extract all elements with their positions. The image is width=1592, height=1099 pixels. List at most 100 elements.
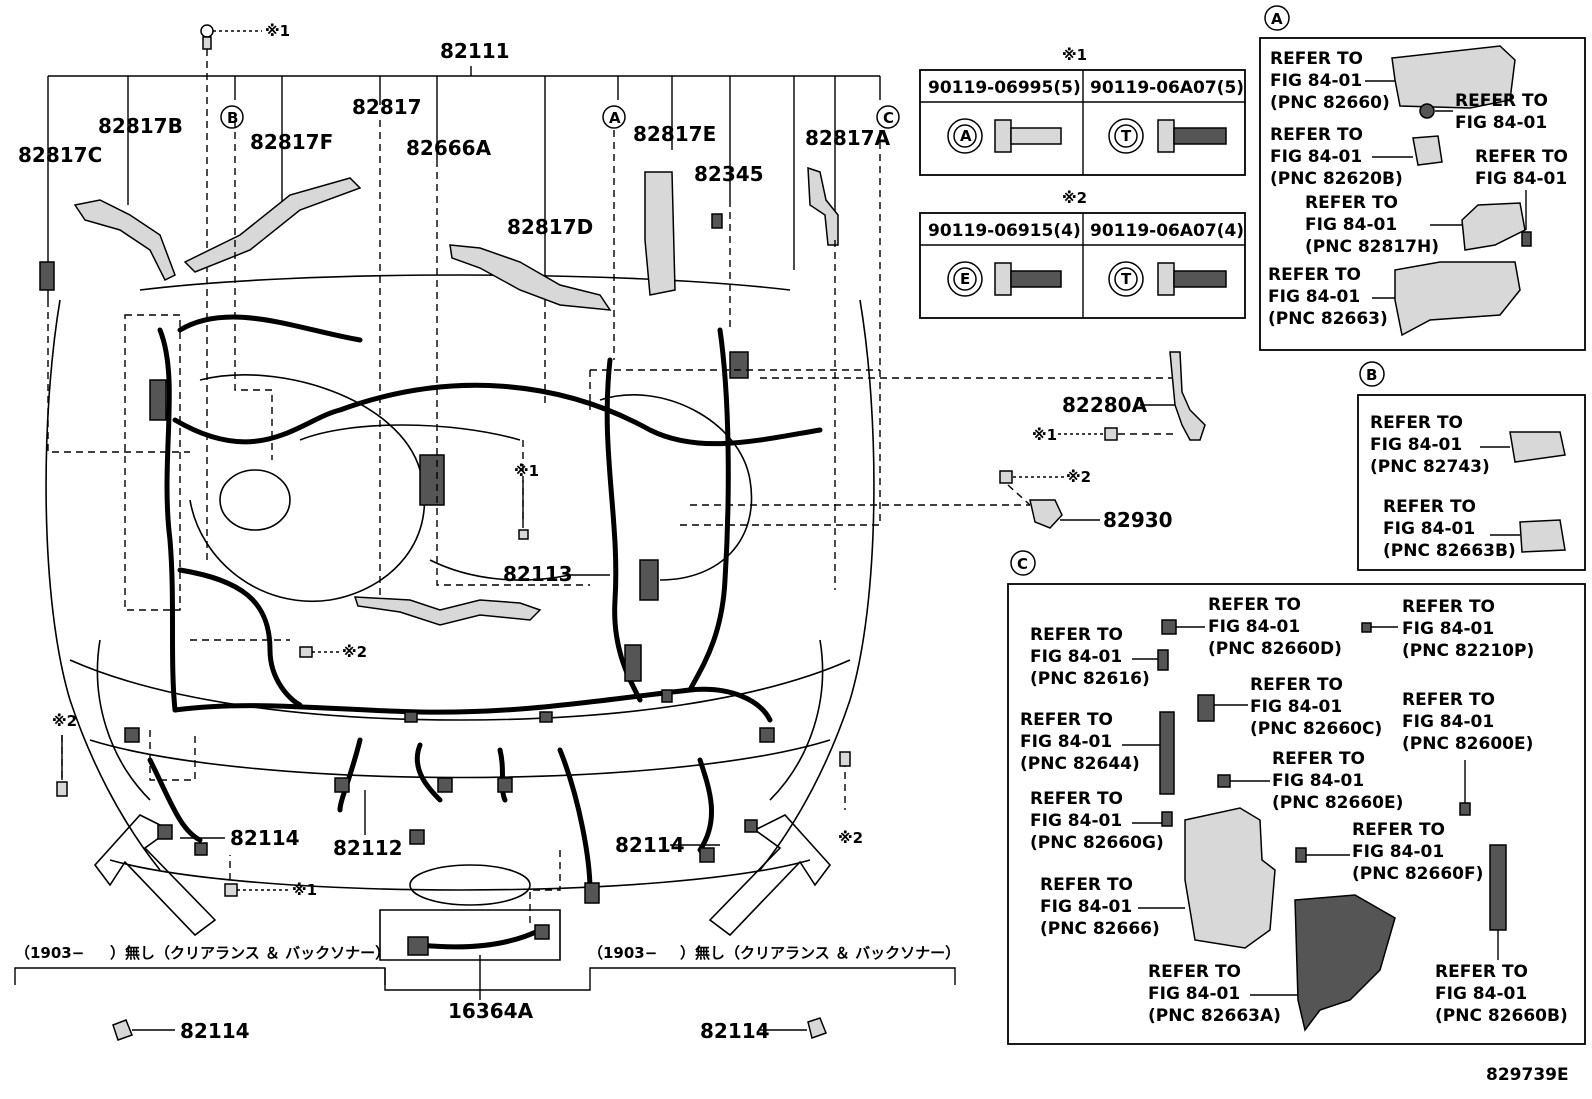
bolt-ref1-bottom (224, 883, 290, 897)
bolt-head-E: E (960, 270, 970, 288)
svg-text:REFER TO: REFER TO (1352, 820, 1445, 840)
svg-text:REFER TO: REFER TO (1402, 597, 1495, 617)
svg-text:REFER TO: REFER TO (1270, 125, 1363, 145)
bracket-82817A (807, 166, 839, 246)
bolt-head-T-2: T (1121, 270, 1132, 288)
bolt-ref1-82280A (1058, 427, 1175, 441)
label-82111: 82111 (440, 39, 510, 63)
svg-text:REFER TO: REFER TO (1030, 625, 1123, 645)
bolt-ref2-middle (299, 646, 340, 658)
note-ref2-middle: ※2 (342, 643, 367, 661)
bolt-pn-90119-06915: 90119-06915(4) (928, 221, 1081, 241)
label-82114-bottom-right: 82114 (700, 1019, 770, 1043)
svg-text:REFER TO: REFER TO (1040, 875, 1133, 895)
detail-box-A: A REFER TO FIG 84-01 (PNC 82660) REFER T… (1259, 5, 1586, 351)
bracket-82817C (73, 199, 176, 282)
note-ref2-82930: ※2 (1066, 468, 1091, 486)
svg-text:(PNC 82620B): (PNC 82620B) (1270, 169, 1403, 189)
label-82817A: 82817A (805, 126, 891, 150)
connector-16364A-end (534, 924, 550, 940)
svg-text:FIG 84-01: FIG 84-01 (1455, 113, 1547, 133)
condition-right-date: （1903− (588, 944, 657, 962)
bracket-82817F (183, 177, 362, 273)
svg-text:REFER TO: REFER TO (1435, 962, 1528, 982)
svg-text:(PNC 82663): (PNC 82663) (1268, 309, 1388, 329)
svg-text:FIG 84-01: FIG 84-01 (1270, 71, 1362, 91)
bolt-pn-90119-06995: 90119-06995(5) (928, 78, 1081, 98)
connector-16364A (407, 936, 429, 956)
svg-text:FIG 84-01: FIG 84-01 (1272, 771, 1364, 791)
condition-left-text: ）無し（クリアランス ＆ バックソナー） (110, 944, 390, 962)
svg-text:(PNC 82663B): (PNC 82663B) (1383, 541, 1516, 561)
svg-text:FIG 84-01: FIG 84-01 (1040, 897, 1132, 917)
bolt-top-ref1 (200, 24, 262, 560)
svg-text:(PNC 82663A): (PNC 82663A) (1148, 1006, 1281, 1026)
svg-text:REFER TO: REFER TO (1030, 789, 1123, 809)
svg-text:(PNC 82660): (PNC 82660) (1270, 93, 1390, 113)
note-ref2-right: ※2 (838, 829, 863, 847)
label-82345: 82345 (694, 162, 764, 186)
svg-text:C: C (1017, 555, 1028, 573)
condition-right-text: ）無し（クリアランス ＆ バックソナー） (680, 944, 960, 962)
bracket-82817D (449, 244, 612, 311)
svg-text:REFER TO: REFER TO (1270, 49, 1363, 69)
label-16364A: 16364A (448, 999, 534, 1023)
svg-text:(PNC 82616): (PNC 82616) (1030, 669, 1150, 689)
svg-text:REFER TO: REFER TO (1148, 962, 1241, 982)
bolt-ref2-left (56, 735, 68, 797)
dashed-guides (47, 120, 1172, 925)
svg-text:REFER TO: REFER TO (1020, 710, 1113, 730)
grommet-82114-bottom-right (760, 1017, 827, 1039)
svg-text:(PNC 82660C): (PNC 82660C) (1250, 719, 1382, 739)
svg-text:FIG 84-01: FIG 84-01 (1475, 169, 1567, 189)
bolt-ref1-center (518, 480, 529, 540)
svg-text:(PNC 82660F): (PNC 82660F) (1352, 864, 1483, 884)
svg-text:(PNC 82660B): (PNC 82660B) (1435, 1006, 1568, 1026)
callout-A-main: A (602, 105, 626, 129)
svg-text:REFER TO: REFER TO (1272, 749, 1365, 769)
label-82114-left: 82114 (230, 826, 300, 850)
detail-box-B: B REFER TO FIG 84-01 (PNC 82743) REFER T… (1357, 361, 1586, 571)
svg-text:(PNC 82743): (PNC 82743) (1370, 457, 1490, 477)
svg-text:(PNC 82644): (PNC 82644) (1020, 754, 1140, 774)
label-82930: 82930 (1103, 508, 1173, 532)
svg-text:FIG 84-01: FIG 84-01 (1148, 984, 1240, 1004)
bolt-table: ※1 90119-06995(5) 90119-06A07(5) A T ※2 … (919, 46, 1246, 319)
wire-harness (147, 314, 823, 950)
svg-text:REFER TO: REFER TO (1475, 147, 1568, 167)
grommet-82114-bottom-left (112, 1019, 175, 1041)
clip-82345 (711, 213, 723, 229)
label-82666A: 82666A (406, 136, 492, 160)
bolt-head-T-1: T (1121, 127, 1132, 145)
label-82112: 82112 (333, 836, 403, 860)
label-82817D: 82817D (507, 215, 593, 239)
bolt-ref2-right (839, 751, 851, 767)
label-82113: 82113 (503, 562, 573, 586)
svg-text:FIG 84-01: FIG 84-01 (1402, 712, 1494, 732)
bracket-82817 (353, 596, 542, 626)
svg-text:REFER TO: REFER TO (1383, 497, 1476, 517)
connector-82113-end (584, 882, 600, 904)
bolt-pn-90119-06A07-5: 90119-06A07(5) (1090, 78, 1244, 98)
svg-text:REFER TO: REFER TO (1402, 690, 1495, 710)
bracket-82817E (644, 171, 676, 296)
svg-text:(PNC 82210P): (PNC 82210P) (1402, 641, 1534, 661)
note-ref2-left: ※2 (52, 712, 77, 730)
svg-text:FIG 84-01: FIG 84-01 (1402, 619, 1494, 639)
bolt-pn-90119-06A07-4: 90119-06A07(4) (1090, 221, 1244, 241)
svg-text:FIG 84-01: FIG 84-01 (1250, 697, 1342, 717)
bolt-head-A: A (960, 127, 972, 145)
svg-text:REFER TO: REFER TO (1455, 91, 1548, 111)
note-ref1-center: ※1 (514, 462, 539, 480)
condition-bar-left (14, 967, 956, 991)
arrow-left-indicator (93, 814, 217, 937)
bolt-ref2-82930 (999, 470, 1064, 506)
note-ref1-top: ※1 (265, 22, 290, 40)
label-82817C: 82817C (18, 143, 102, 167)
svg-text:FIG 84-01: FIG 84-01 (1268, 287, 1360, 307)
vehicle-body-outline (45, 274, 875, 961)
svg-text:FIG 84-01: FIG 84-01 (1305, 215, 1397, 235)
harness-connectors (124, 351, 775, 863)
